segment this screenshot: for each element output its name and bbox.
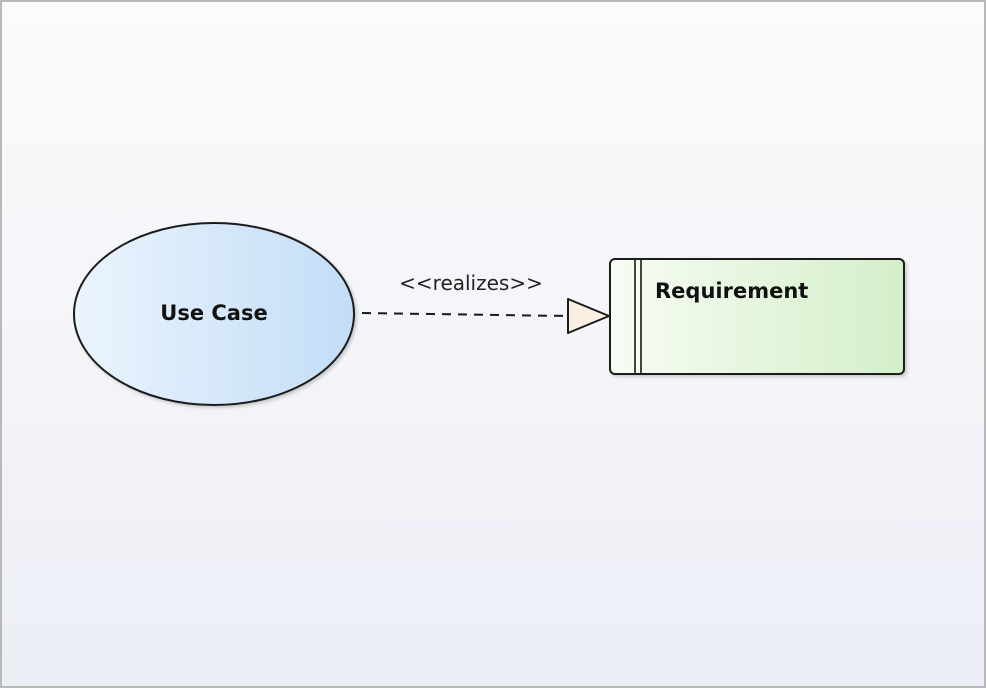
realizes-connector[interactable]: <<realizes>> [361,271,610,334]
connector-line[interactable] [361,312,569,317]
requirement-box[interactable] [609,258,905,375]
connector-stereotype-label: <<realizes>> [399,271,543,295]
use-case-element[interactable]: Use Case [73,222,355,406]
requirement-label: Requirement [655,279,808,303]
requirement-element[interactable]: Requirement [609,258,905,375]
realization-arrowhead-icon [567,298,610,334]
use-case-ellipse[interactable] [73,222,355,406]
use-case-label: Use Case [160,301,267,325]
